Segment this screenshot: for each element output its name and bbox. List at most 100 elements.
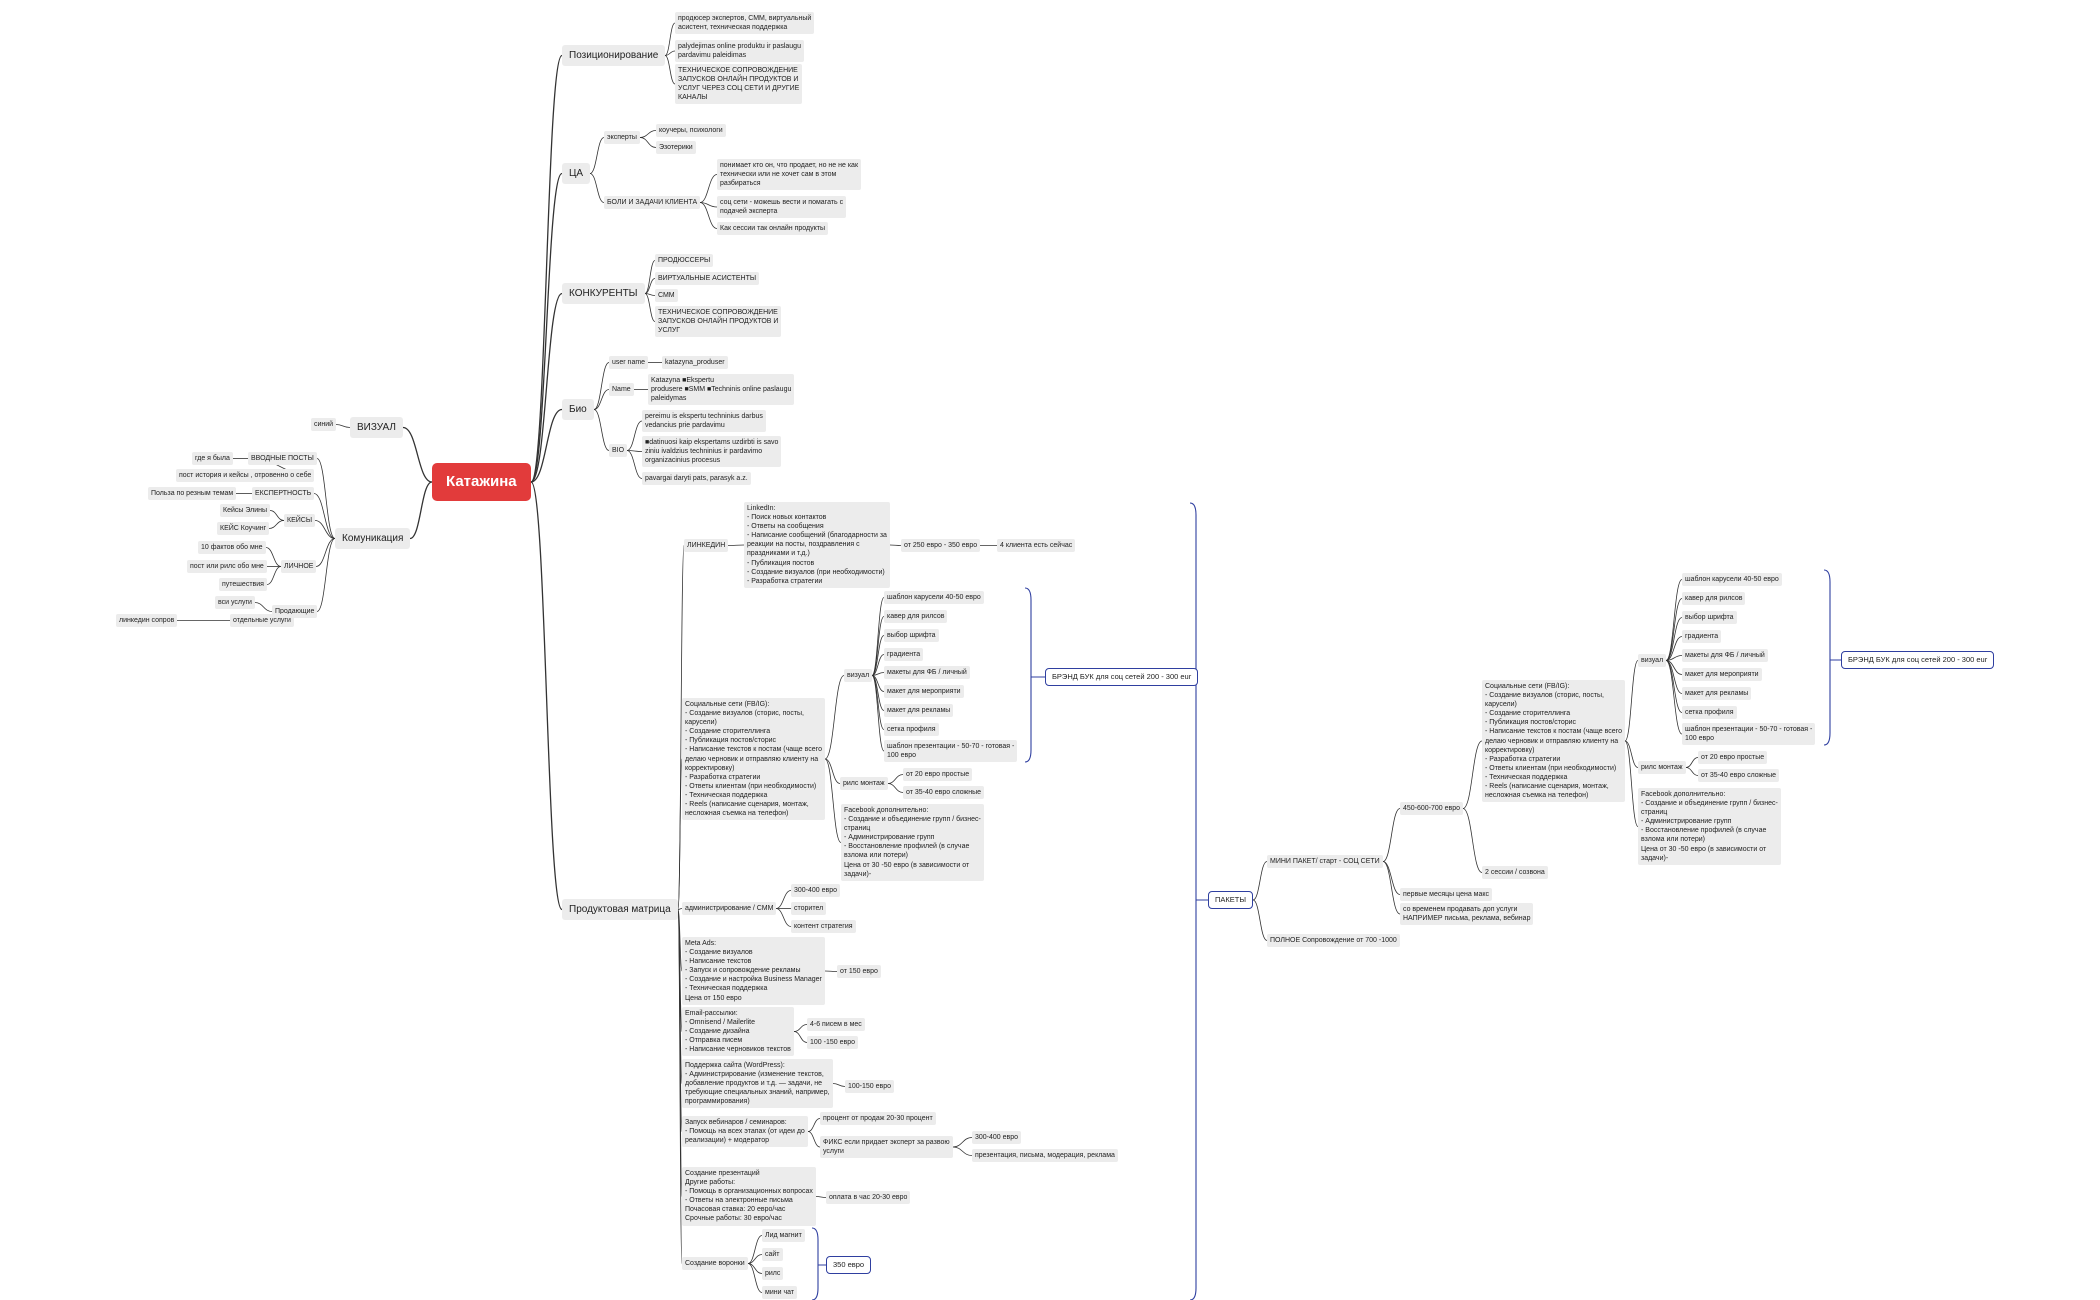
comm-item[interactable]: где я была bbox=[192, 452, 233, 466]
comm-item[interactable]: пост или рилс обо мне bbox=[187, 560, 267, 574]
package-visual-item[interactable]: шаблон презентации - 50-70 - готовая - 1… bbox=[1682, 723, 1816, 746]
root-node[interactable]: Катажина bbox=[432, 463, 531, 501]
funnel-item[interactable]: Лид магнит bbox=[762, 1229, 805, 1243]
package-visual-item[interactable]: макеты для ФБ / личный bbox=[1682, 649, 1768, 663]
package-mini[interactable]: МИНИ ПАКЕТ/ старт - СОЦ СЕТИ bbox=[1267, 855, 1383, 869]
audience-item[interactable]: коучеры, психологи bbox=[656, 124, 726, 138]
package-price[interactable]: 450-600-700 евро bbox=[1400, 802, 1464, 816]
comm-item[interactable]: 10 фактов обо мне bbox=[198, 541, 266, 555]
topic-competitors[interactable]: КОНКУРЕНТЫ bbox=[562, 283, 645, 304]
package-social-media[interactable]: Социальные сети (FB/IG): - Создание визу… bbox=[1482, 680, 1625, 803]
presentations-price[interactable]: оплата в час 20-30 евро bbox=[826, 1191, 911, 1205]
visual-item[interactable]: макеты для ФБ / личный bbox=[884, 666, 970, 680]
visual-item[interactable]: градиента bbox=[884, 648, 924, 662]
webinar-item[interactable]: процент от продаж 20-30 процент bbox=[820, 1112, 936, 1126]
visual-item[interactable]: шаблон карусели 40-50 евро bbox=[884, 591, 984, 605]
reels-item[interactable]: от 20 евро простые bbox=[903, 768, 973, 782]
package-visual-item[interactable]: выбор шрифта bbox=[1682, 611, 1737, 625]
funnel-item[interactable]: сайт bbox=[762, 1248, 783, 1262]
visual-item[interactable]: сетка профиля bbox=[884, 723, 939, 737]
package-visual-group[interactable]: визуал bbox=[1638, 654, 1667, 668]
comm-item[interactable]: отдельные услуги bbox=[230, 614, 294, 628]
admin-item[interactable]: контент стратегия bbox=[791, 920, 856, 934]
positioning-item[interactable]: продюсер экспертов, СММ, виртуальный аси… bbox=[675, 12, 815, 35]
webinar-item[interactable]: 300-400 евро bbox=[972, 1131, 1022, 1145]
package-upsell[interactable]: со временем продавать доп услуги НАПРИМЕ… bbox=[1400, 903, 1534, 926]
product-wordpress[interactable]: Поддержка сайта (WordPress): - Администр… bbox=[682, 1059, 833, 1109]
package-sessions[interactable]: 2 сессии / созвона bbox=[1482, 866, 1548, 880]
funnel-item[interactable]: рилс bbox=[762, 1267, 784, 1281]
comm-item[interactable]: вси услуги bbox=[215, 596, 255, 610]
comm-personal[interactable]: ЛИЧНОЕ bbox=[281, 560, 317, 574]
brandbook-summary[interactable]: БРЭНД БУК для соц сетей 200 - 300 eur bbox=[1045, 668, 1199, 686]
package-brandbook-summary[interactable]: БРЭНД БУК для соц сетей 200 - 300 eur bbox=[1841, 651, 1995, 669]
competitor-item[interactable]: ПРОДЮССЕРЫ bbox=[655, 254, 714, 268]
visual-item[interactable]: синий bbox=[311, 418, 337, 432]
package-first-months[interactable]: первые месяцы цена макс bbox=[1400, 888, 1493, 902]
visual-item[interactable]: шаблон презентации - 50-70 - готовая - 1… bbox=[884, 740, 1018, 763]
comm-item[interactable]: Кейсы Элины bbox=[220, 504, 271, 518]
package-visual-item[interactable]: сетка профиля bbox=[1682, 706, 1737, 720]
admin-item[interactable]: 300-400 евро bbox=[791, 884, 841, 898]
linkedin-clients[interactable]: 4 клиента есть сейчас bbox=[997, 539, 1076, 553]
topic-target-audience[interactable]: ЦА bbox=[562, 163, 591, 184]
facebook-extra[interactable]: Facebook дополнительно: - Создание и объ… bbox=[841, 804, 984, 881]
product-email[interactable]: Email-рассылки: - Omnisend / Mailerlite … bbox=[682, 1007, 794, 1057]
visual-item[interactable]: выбор шрифта bbox=[884, 629, 939, 643]
admin-item[interactable]: сторител bbox=[791, 902, 827, 916]
comm-item[interactable]: пост история и кейсы , отровенно о себе bbox=[176, 469, 315, 483]
linkedin-price[interactable]: от 250 евро - 350 евро bbox=[901, 539, 981, 553]
bio-username-label[interactable]: user name bbox=[609, 356, 649, 370]
bio-item[interactable]: pereimu is ekspertu techninius darbus ve… bbox=[642, 410, 766, 433]
comm-item[interactable]: Польза по резным темам bbox=[148, 487, 237, 501]
package-reels-group[interactable]: рилс монтаж bbox=[1638, 761, 1686, 775]
package-facebook-extra[interactable]: Facebook дополнительно: - Создание и объ… bbox=[1638, 788, 1781, 865]
visual-item[interactable]: макет для мероприяти bbox=[884, 685, 964, 699]
bio-name-label[interactable]: Name bbox=[609, 383, 634, 397]
product-meta-ads[interactable]: Meta Ads: - Создание визуалов - Написани… bbox=[682, 937, 825, 1005]
audience-experts[interactable]: эксперты bbox=[604, 131, 640, 145]
product-admin-smm[interactable]: администрирование / СММ bbox=[682, 902, 777, 916]
email-item[interactable]: 100 -150 евро bbox=[807, 1036, 858, 1050]
positioning-item[interactable]: ТЕХНИЧЕСКОЕ СОПРОВОЖДЕНИЕ ЗАПУСКОВ ОНЛАЙ… bbox=[675, 64, 803, 105]
pain-item[interactable]: Как сессии так онлайн продукты bbox=[717, 222, 829, 236]
topic-positioning[interactable]: Позиционирование bbox=[562, 45, 666, 66]
competitor-item[interactable]: ТЕХНИЧЕСКОЕ СОПРОВОЖДЕНИЕ ЗАПУСКОВ ОНЛАЙ… bbox=[655, 306, 782, 338]
social-media-description[interactable]: Социальные сети (FB/IG): - Создание визу… bbox=[682, 698, 825, 821]
funnel-item[interactable]: мини чат bbox=[762, 1286, 798, 1300]
audience-item[interactable]: Эзотерики bbox=[656, 141, 696, 155]
comm-expertise[interactable]: ЕКСПЕРТНОСТЬ bbox=[252, 487, 315, 501]
meta-ads-price[interactable]: от 150 евро bbox=[837, 965, 881, 979]
comm-cases[interactable]: КЕЙСЫ bbox=[284, 514, 316, 528]
product-presentations[interactable]: Создание презентаций Другие работы: - По… bbox=[682, 1167, 816, 1226]
product-webinars[interactable]: Запуск вебинаров / семинаров: - Помощь н… bbox=[682, 1116, 808, 1148]
wordpress-price[interactable]: 100-150 евро bbox=[845, 1080, 895, 1094]
topic-product-matrix[interactable]: Продуктовая матрица bbox=[562, 899, 678, 920]
package-reels-item[interactable]: от 35-40 евро сложные bbox=[1698, 769, 1780, 783]
funnel-summary-price[interactable]: 350 евро bbox=[826, 1256, 872, 1274]
package-visual-item[interactable]: градиента bbox=[1682, 630, 1722, 644]
visual-item[interactable]: кавер для рилсов bbox=[884, 610, 948, 624]
packages-summary[interactable]: ПАКЕТЫ bbox=[1208, 891, 1253, 909]
product-funnel[interactable]: Создание воронки bbox=[682, 1257, 748, 1271]
package-reels-item[interactable]: от 20 евро простые bbox=[1698, 751, 1768, 765]
linkedin-description[interactable]: LinkedIn: - Поиск новых контактов - Отве… bbox=[744, 502, 890, 588]
comm-intro-posts[interactable]: ВВОДНЫЕ ПОСТЫ bbox=[248, 452, 317, 466]
pain-item[interactable]: соц сети - можешь вести и помагать с под… bbox=[717, 196, 847, 219]
positioning-item[interactable]: palydejimas online produktu ir paslaugu … bbox=[675, 40, 804, 63]
reels-item[interactable]: от 35-40 евро сложные bbox=[903, 786, 985, 800]
bio-username-value[interactable]: katazyna_produser bbox=[662, 356, 728, 370]
bio-label[interactable]: BIO bbox=[609, 444, 628, 458]
product-linkedin[interactable]: ЛИНКЕДИН bbox=[684, 539, 729, 553]
bio-name-value[interactable]: Katazyna ■Ekspertu produsere ■SMM ■Techn… bbox=[648, 374, 795, 406]
webinar-item[interactable]: презентация, письма, модерация, реклама bbox=[972, 1149, 1118, 1163]
bio-item[interactable]: pavargai daryti pats, parasyk a.z. bbox=[642, 472, 751, 486]
comm-item[interactable]: КЕЙС Коучинг bbox=[217, 522, 270, 536]
package-visual-item[interactable]: макет для рекламы bbox=[1682, 687, 1752, 701]
competitor-item[interactable]: СММ bbox=[655, 289, 678, 303]
topic-communication[interactable]: Комуникация bbox=[335, 528, 411, 549]
client-pains[interactable]: БОЛИ И ЗАДАЧИ КЛИЕНТА bbox=[604, 196, 701, 210]
reels-group[interactable]: рилс монтаж bbox=[840, 777, 888, 791]
comm-item[interactable]: линкедин сопров bbox=[116, 614, 178, 628]
package-visual-item[interactable]: кавер для рилсов bbox=[1682, 592, 1746, 606]
